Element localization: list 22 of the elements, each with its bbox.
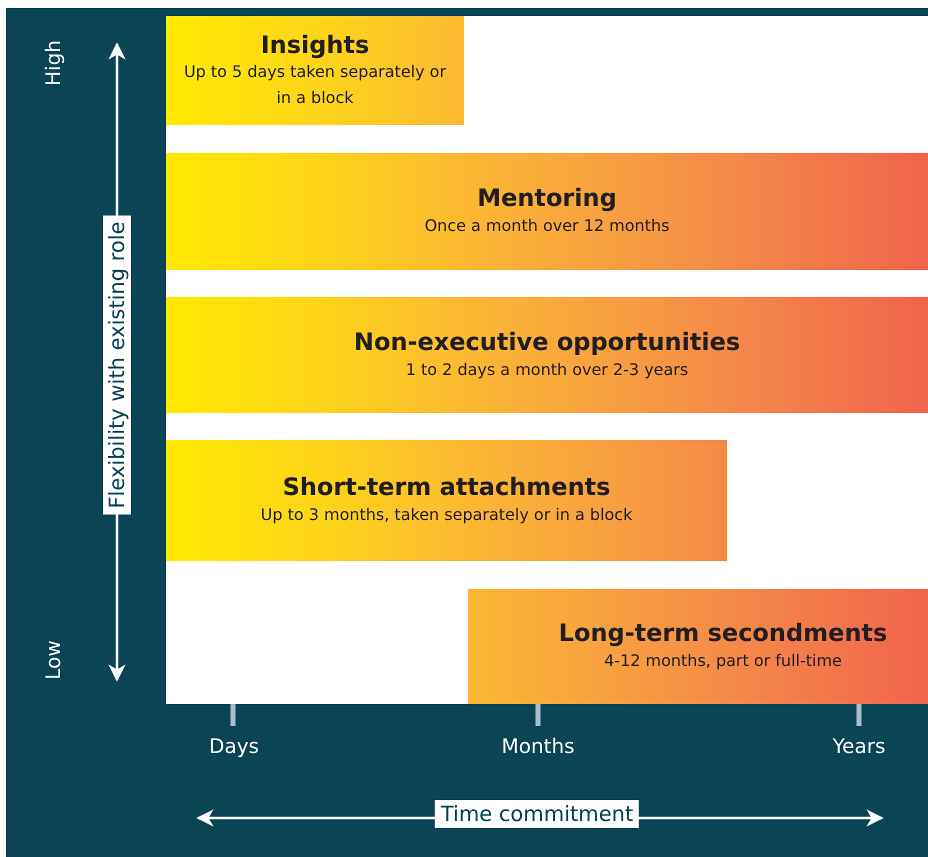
tick-label: Days [209,734,259,758]
activity-bar [166,297,928,413]
activity-bar [166,153,928,270]
activity-bar [166,16,464,125]
axis-end-label: Low [41,640,65,680]
tick-label: Months [501,734,575,758]
activity-title: Insights [260,30,370,60]
axis-end-label: High [41,40,65,86]
axis-title: Flexibility with existing role [103,215,131,515]
activity-title: Non-executive opportunities [354,328,740,357]
activity-title: Long-term secondments [558,619,888,648]
activity-title: Mentoring [477,184,617,214]
axis-title: Time commitment [434,800,640,828]
activity-description: Up to 5 days taken separately or in a block [182,61,448,109]
activity-description: 1 to 2 days a month over 2-3 years [406,358,688,381]
activity-bar [468,589,928,704]
activity-title: Short-term attachments [282,473,610,502]
tick-label: Years [832,734,886,758]
activity-description: 4-12 months, part or full-time [604,650,842,672]
activity-description: Up to 3 months, taken separately or in a block [260,504,632,526]
activity-bar [166,440,727,561]
activity-description: Once a month over 12 months [424,215,670,238]
